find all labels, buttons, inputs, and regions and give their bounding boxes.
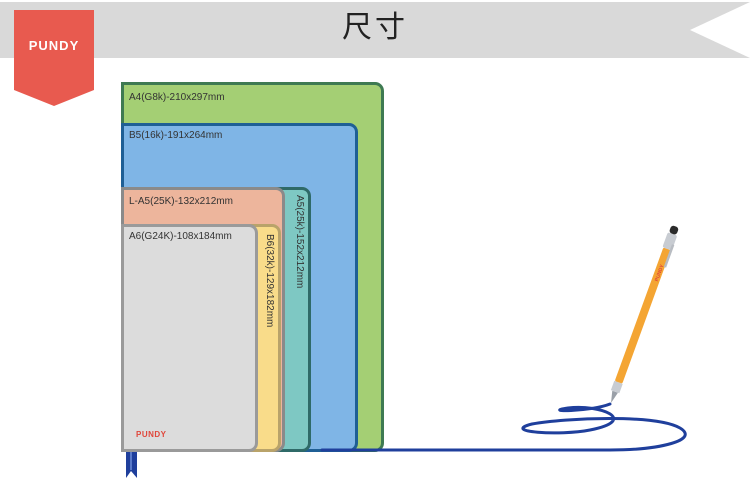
pen-brand-text: PUNDY — [654, 263, 666, 282]
page-title: 尺寸 — [342, 10, 408, 45]
notebook-brand-mark: PUNDY — [136, 430, 167, 439]
ink-line — [320, 402, 687, 452]
size-label-a4: A4(G8k)-210x297mm — [129, 92, 225, 103]
size-label-a6: A6(G24K)-108x184mm — [129, 231, 232, 242]
header-banner — [0, 2, 750, 58]
brand-logo-tag — [14, 10, 94, 106]
brand-logo-text: PUNDY — [28, 38, 80, 53]
size-label-b5: B5(16k)-191x264mm — [129, 130, 223, 141]
size-sheet-a6 — [121, 224, 258, 452]
size-label-l-a5: L-A5(25K)-132x212mm — [129, 196, 233, 207]
